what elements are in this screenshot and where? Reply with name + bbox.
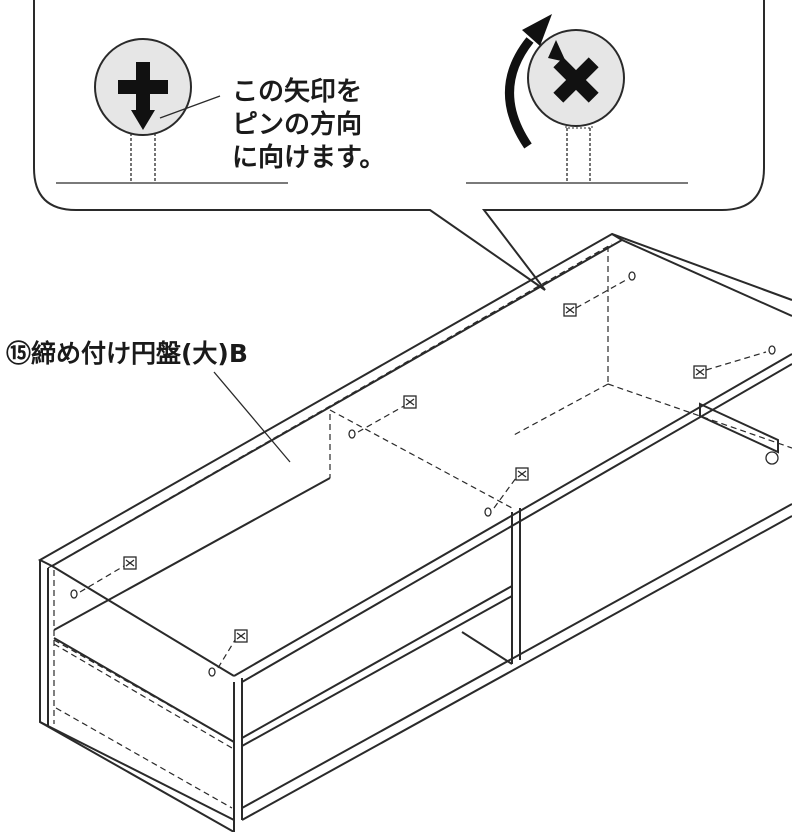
cam-lock-fittings — [79, 279, 767, 669]
callout-instruction: この矢印を ピンの方向 に向けます。 — [232, 76, 385, 173]
instruction-line-1: この矢印を — [232, 76, 362, 107]
cam-lock — [234, 629, 248, 643]
instruction-line-3: に向けます。 — [232, 142, 385, 173]
cabinet-drawing — [37, 232, 792, 832]
callout-bubble — [33, 0, 765, 291]
cam-lock — [693, 365, 707, 379]
cam-lock — [403, 395, 417, 409]
left-screw-detail — [56, 38, 288, 184]
clockwise-rotation-arrow-icon — [505, 14, 552, 149]
cam-lock — [123, 556, 137, 570]
pin-holes — [70, 271, 776, 677]
phillips-screw-arrow-down-icon — [118, 62, 168, 130]
slide-rail — [699, 402, 779, 465]
cam-lock — [563, 303, 577, 317]
part-label: ⑮締め付け円盤(大)B — [6, 339, 291, 463]
part-leader-line — [213, 371, 291, 463]
phillips-screw-rotated-icon — [553, 57, 599, 103]
cam-lock — [515, 467, 529, 481]
leader-line — [159, 95, 221, 119]
part-label-text: ⑮締め付け円盤(大)B — [6, 339, 248, 368]
right-screw-detail — [466, 14, 688, 184]
instruction-line-2: ピンの方向 — [232, 109, 362, 140]
